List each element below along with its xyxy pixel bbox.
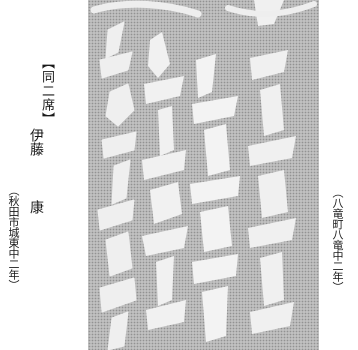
student-school-left: （秋田市城東中二年） (7, 185, 20, 290)
award-rank-label: 【同二席】 (39, 56, 54, 126)
student-school-right: （八竜町八竜中二年） (331, 187, 344, 292)
student-name: 伊藤康 (28, 128, 44, 214)
calligraphy-artwork (88, 0, 319, 350)
student-family-name: 伊藤 (28, 128, 44, 156)
calligraphy-brush-strokes (88, 0, 319, 350)
student-given-name: 康 (28, 200, 44, 214)
